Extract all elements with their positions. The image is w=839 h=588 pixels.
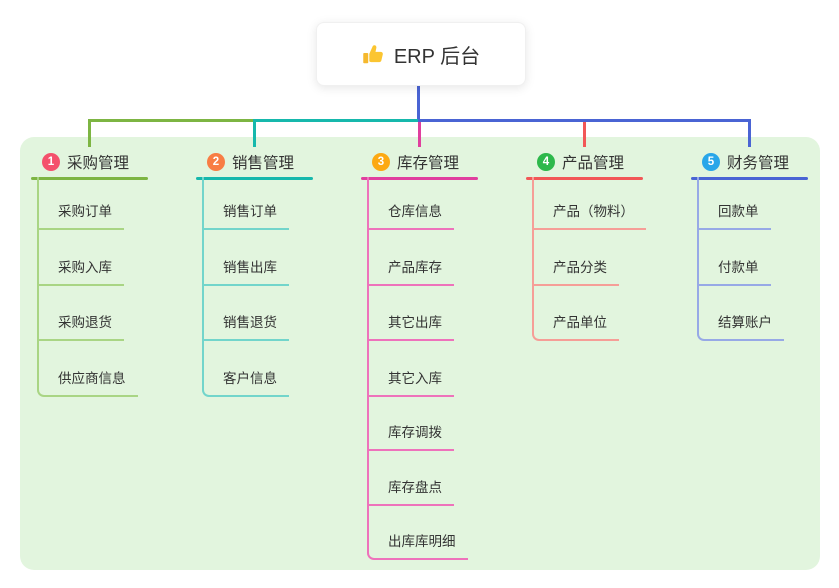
child-node[interactable]: 采购入库: [37, 252, 124, 286]
thumbs-up-icon: [363, 44, 383, 63]
rail-segment-left-teal: [253, 119, 418, 122]
branch-title-underline: [31, 177, 148, 180]
branch-title-underline: [691, 177, 808, 180]
child-node[interactable]: 结算账户: [705, 307, 784, 341]
branch-title-node[interactable]: 1 采购管理: [31, 146, 129, 177]
branch-title-node[interactable]: 3 库存管理: [361, 146, 459, 177]
child-node[interactable]: 采购退货: [37, 307, 124, 341]
rail-segment-right-blue: [418, 119, 751, 122]
child-node[interactable]: 其它入库: [367, 363, 454, 397]
root-node[interactable]: ERP 后台: [316, 22, 526, 86]
branch-title-underline: [196, 177, 313, 180]
child-node[interactable]: 仓库信息: [367, 196, 454, 230]
child-node[interactable]: 其它出库: [367, 307, 454, 341]
branch-drop-connector: [748, 119, 751, 147]
branch-index-badge: 2: [207, 152, 225, 171]
child-node[interactable]: 销售出库: [202, 252, 289, 286]
child-node[interactable]: 回款单: [697, 196, 771, 230]
child-node[interactable]: 供应商信息: [45, 363, 138, 397]
branch-drop-connector: [418, 119, 421, 147]
child-node[interactable]: 销售退货: [202, 307, 289, 341]
child-node[interactable]: 销售订单: [202, 196, 289, 230]
branches-panel: [20, 137, 820, 570]
child-node[interactable]: 产品单位: [540, 307, 619, 341]
branch-label: 销售管理: [232, 154, 295, 172]
branch-index-badge: 4: [537, 152, 555, 171]
branch-label: 采购管理: [67, 154, 130, 172]
branch-label: 产品管理: [562, 154, 625, 172]
child-node[interactable]: 付款单: [697, 252, 771, 286]
child-node[interactable]: 客户信息: [210, 363, 289, 397]
child-node[interactable]: 产品库存: [367, 252, 454, 286]
child-node[interactable]: 库存盘点: [367, 472, 454, 506]
child-node[interactable]: 采购订单: [37, 196, 124, 230]
branch-title-underline: [526, 177, 643, 180]
branch-title-node[interactable]: 5 财务管理: [691, 146, 789, 177]
branch-label: 库存管理: [397, 154, 460, 172]
branch-label: 财务管理: [727, 154, 790, 172]
branch-drop-connector: [253, 119, 256, 147]
rail-segment-left-green: [88, 119, 253, 122]
root-label: ERP 后台: [393, 45, 481, 68]
child-node[interactable]: 库存调拨: [367, 417, 454, 451]
branch-title-underline: [361, 177, 478, 180]
branch-title-node[interactable]: 2 销售管理: [196, 146, 294, 177]
branch-index-badge: 1: [42, 152, 60, 171]
branch-index-badge: 3: [372, 152, 390, 171]
root-connector: [417, 84, 420, 119]
branch-drop-connector: [583, 119, 586, 147]
branch-index-badge: 5: [702, 152, 720, 171]
branch-drop-connector: [88, 119, 91, 147]
child-node[interactable]: 产品（物料）: [532, 196, 646, 230]
child-node[interactable]: 产品分类: [532, 252, 619, 286]
child-node[interactable]: 出库库明细: [375, 526, 468, 560]
branch-title-node[interactable]: 4 产品管理: [526, 146, 624, 177]
